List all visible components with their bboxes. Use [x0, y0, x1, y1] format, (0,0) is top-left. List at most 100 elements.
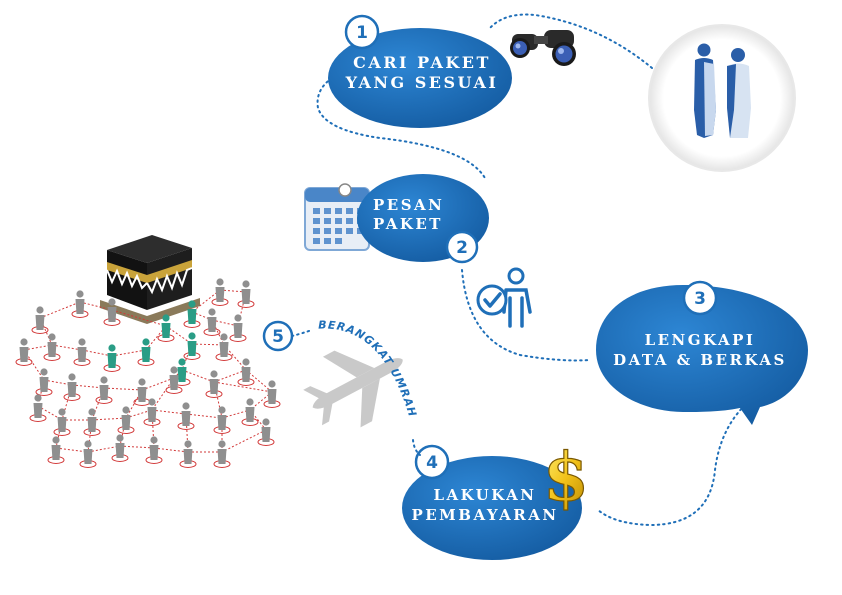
person-icon — [103, 344, 121, 372]
person-icon — [165, 366, 183, 394]
step-4: LAKUKAN PEMBAYARAN 4 — [402, 444, 582, 560]
binoculars-icon — [510, 30, 576, 66]
connector-lines — [316, 13, 746, 527]
step-4-number: 4 — [426, 453, 438, 473]
person-icon — [213, 406, 231, 434]
step-5-number: 5 — [272, 327, 284, 347]
crowd-link — [151, 377, 175, 411]
crowd-link — [43, 379, 73, 386]
step-3-line-2: DATA & BERKAS — [613, 351, 787, 369]
crowd-link — [55, 447, 89, 453]
crowd-link — [211, 319, 239, 327]
crowd-link — [91, 417, 127, 421]
person-icon — [241, 398, 259, 426]
person-icon — [183, 300, 201, 328]
person-icon — [183, 332, 201, 360]
person-icon — [213, 440, 231, 468]
person-icon — [63, 373, 81, 401]
calendar-icon — [304, 183, 370, 251]
person-icon — [43, 333, 61, 361]
person-icon — [53, 408, 71, 436]
crowd-link — [213, 381, 273, 393]
kaaba-icon — [100, 235, 200, 324]
person-icon — [205, 370, 223, 398]
person-icon — [215, 333, 233, 361]
crowd-link — [39, 301, 81, 319]
person-icon — [137, 338, 155, 366]
crowd-link — [151, 409, 187, 415]
step-2: PESAN PAKET 2 — [357, 174, 489, 264]
airplane-icon — [303, 350, 403, 428]
person-icon — [95, 376, 113, 404]
pilgrims-circle — [648, 24, 796, 172]
step-2-number: 2 — [456, 238, 468, 258]
pilgrims-icon — [694, 43, 751, 138]
crowd-link — [191, 343, 225, 346]
person-icon — [31, 306, 49, 334]
crowd-link — [23, 344, 53, 351]
person-icon — [47, 436, 65, 464]
person-icon — [133, 378, 151, 406]
crowd-link — [165, 325, 193, 345]
person-icon — [103, 298, 121, 326]
step-4-line-1: LAKUKAN — [433, 486, 536, 504]
step-3-line-1: LENGKAPI — [645, 331, 756, 349]
crowd-link — [119, 445, 155, 449]
person-icon — [177, 402, 195, 430]
step-3: LENGKAPI DATA & BERKAS 3 — [596, 280, 808, 425]
person-icon — [29, 394, 47, 422]
crowd-link — [219, 289, 247, 293]
crowd-link — [103, 387, 143, 391]
person-icon — [79, 440, 97, 468]
crowd-link — [51, 344, 83, 351]
crowd-link — [87, 445, 121, 453]
step-4-line-2: PEMBAYARAN — [411, 506, 558, 524]
person-icon — [15, 338, 33, 366]
person-icon — [111, 434, 129, 462]
crowd-link — [145, 325, 167, 351]
crowd-link — [79, 301, 113, 311]
person-icon — [173, 358, 191, 386]
person-icon — [143, 398, 161, 426]
crowd-link — [185, 413, 223, 419]
crowd-link — [191, 289, 221, 313]
person-icon — [229, 314, 247, 342]
person-icon — [237, 280, 255, 308]
crowd-link — [111, 309, 167, 327]
crowd-link — [245, 369, 273, 393]
crowd-link — [81, 349, 113, 357]
crowd-link — [153, 447, 189, 453]
crowd-link — [213, 369, 247, 383]
person-icon — [203, 308, 221, 336]
person-icon — [73, 338, 91, 366]
person-icon — [83, 408, 101, 436]
step-1: CARI PAKET YANG SESUAI 1 — [328, 14, 512, 128]
crowd-link — [221, 409, 251, 419]
person-icon — [237, 358, 255, 386]
person-icon — [145, 436, 163, 464]
step-1-line-2: YANG SESUAI — [345, 73, 499, 92]
dollar-icon: $ — [542, 437, 589, 516]
person-check-icon — [476, 267, 532, 328]
person-icon — [35, 368, 53, 396]
person-icon — [257, 418, 275, 446]
person-icon — [117, 406, 135, 434]
step-1-line-1: CARI PAKET — [353, 53, 491, 72]
person-icon — [211, 278, 229, 306]
step-3-number: 3 — [694, 289, 706, 309]
dollar-glyph: $ — [543, 438, 589, 516]
person-icon — [263, 380, 281, 408]
person-icon — [179, 440, 197, 468]
crowd-link — [71, 384, 105, 389]
crowd-link — [221, 429, 267, 453]
crowd-link — [141, 377, 175, 391]
step-2-line-2: PAKET — [373, 215, 443, 233]
step-1-number: 1 — [356, 23, 368, 43]
crowd-link — [111, 349, 147, 357]
step-2-line-1: PESAN — [373, 196, 444, 214]
crowd-link — [181, 369, 215, 383]
crowd-network — [15, 278, 281, 468]
person-icon — [71, 290, 89, 318]
person-icon — [157, 314, 175, 342]
